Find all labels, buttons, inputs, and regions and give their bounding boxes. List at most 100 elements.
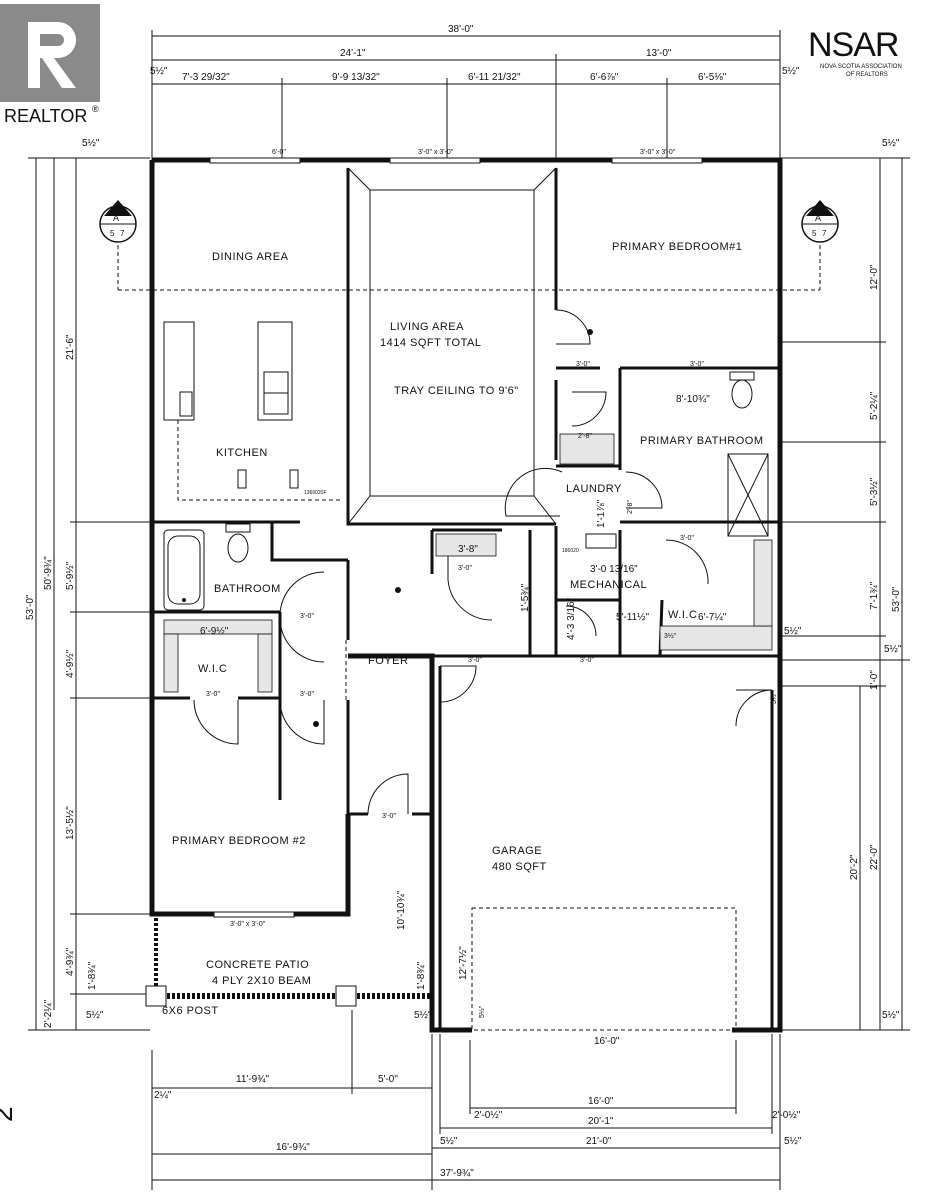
realtor-logo-text: REALTOR (4, 106, 87, 126)
garage-side-dim: 12'-7½" (458, 946, 469, 980)
exterior-walls: 6'-0" 3'-0" x 3'-0" 3'-0" x 3'-0" 3'-0" … (149, 149, 783, 1033)
dim-left-patio-depth: 1'-8¾" (87, 961, 98, 990)
kitchen-counter-left (163, 321, 195, 421)
section-letter-right: A (815, 213, 821, 223)
room-foyer: FOYER (368, 655, 408, 667)
interior-dims: 3'-0" 3'-0" 8'-10¾" 2'-8" 3'-0" 3'-8" 3'… (200, 361, 778, 1021)
dim-top-seg-4: 6'-6⅞" (590, 72, 619, 83)
dim-bottom-garage-overall: 21'-0" (586, 1136, 612, 1147)
window-primary-bedroom (611, 157, 703, 164)
room-wic-left: W.I.C (198, 663, 227, 675)
nsar-logo: NSAR NOVA SCOTIA ASSOCIATION OF REALTORS (808, 26, 902, 78)
closet-shelf-right (659, 625, 773, 651)
room-living: LIVING AREA (390, 321, 464, 333)
section-arrow-left-icon (104, 200, 132, 216)
mech-depth-dim: 1'-5¾" (520, 583, 531, 612)
smoke-detector-icon (587, 329, 593, 335)
room-wic-right: W.I.C (668, 609, 697, 621)
door-dim-10: 3'-0" (382, 813, 396, 820)
dim-top-overall: 38'-0" (448, 24, 474, 35)
wic-left-width: 6'-9½" (200, 626, 229, 637)
dim-bottom-post-gap: 5'-0" (378, 1074, 398, 1085)
closet-shelf-left (163, 619, 273, 635)
dim-right-seg-7: 20'-2" (849, 854, 860, 880)
dim-right-seg-3: 5'-3½" (869, 477, 880, 506)
door-dim-1: 3'-0" (576, 361, 590, 368)
room-kitchen: KITCHEN (216, 447, 268, 459)
fridge-code: 186020 (562, 548, 579, 554)
dim-bottom-garage-side-right: 2'-0½" (772, 1110, 801, 1121)
foyer-closet-dim: 3'-8" (458, 544, 478, 555)
nsar-logo-text: NSAR (808, 26, 898, 64)
window-3-dim: 3'-0" x 3'-0" (640, 149, 676, 156)
shower-dim: 2'-8" (627, 500, 634, 514)
section-sheet-num-right: 7 (822, 229, 827, 238)
patio-post-left (145, 985, 167, 1007)
fixtures: 1366020F 186020 (145, 321, 773, 1007)
wic-right-width: 6'-7¼" (698, 611, 727, 623)
laundry-dim: 3'-0 13/16" (590, 564, 638, 575)
smoke-detector-icon-3 (313, 721, 319, 727)
dim-right-seg-4: 7'-1¾" (869, 581, 880, 610)
laundry-shelf (559, 433, 615, 465)
dim-left-seg-6: 2'-2¼" (42, 999, 54, 1028)
side-note: 2 (0, 1106, 18, 1122)
kitchen-island (257, 321, 293, 421)
dim-top-seg-2: 9'-9 13/32" (332, 72, 380, 83)
smoke-detector-icon-2 (395, 587, 401, 593)
dim-left-inner: 50'-9¾" (43, 556, 54, 590)
garage-small-dim: 5½" (478, 1005, 486, 1018)
interior-walls (152, 167, 780, 1031)
dim-right-seg-9: 5½" (882, 1010, 900, 1021)
door-dim-6: 3'-0" (580, 657, 594, 664)
dim-left-seg-1: 21'-6" (65, 334, 76, 360)
room-labels: DINING AREA LIVING AREA 1414 SQFT TOTAL … (162, 241, 763, 1017)
patio-side-dim: 1'-8¾" (416, 961, 427, 990)
dim-top-seg-3: 6'-11 21/32" (468, 72, 521, 83)
realtor-registered-mark: ® (92, 104, 99, 114)
window-bed2-dim: 3'-0" x 3'-0" (230, 921, 266, 928)
tray-ceiling-outline (369, 189, 535, 497)
room-tray-ceiling: TRAY CEILING TO 9'6" (394, 385, 519, 397)
top-dimensions: 38'-0" 24'-1" 13'-0" 5½" 5½" 7'-3 29/32"… (82, 24, 900, 160)
door-dim-3: 3'-0" (680, 535, 694, 542)
dim-bottom-garage-side-left: 2'-0½" (474, 1110, 503, 1121)
bar-stool-icon (237, 469, 247, 489)
laundry-shelf-dim: 2'-8" (578, 433, 592, 440)
garage-door-opening (471, 907, 737, 1031)
window-2-dim: 3'-0" x 3'-0" (418, 149, 454, 156)
dim-top-right-offset: 5½" (782, 66, 800, 77)
room-patio-post: 6X6 POST (162, 1005, 219, 1017)
patio-small-dim: 5½" (414, 1010, 432, 1021)
right-dimensions: 12'-0" 5'-2¼" 5'-3½" 7'-1¾" 5½" 1'-0" 20… (782, 157, 910, 1031)
section-letter-left: A (113, 213, 119, 223)
dim-top-corner-right: 5½" (882, 138, 900, 149)
dim-right-overall: 53'-0" (891, 586, 902, 612)
door-dim-4: 3'-0" (458, 565, 472, 572)
dim-left-outer: 53'-0" (25, 594, 36, 620)
toilet-icon (227, 533, 249, 563)
dim-right-seg-1: 12'-0" (869, 264, 880, 290)
dim-bottom-garage-door-top: 16'-0" (594, 1036, 620, 1047)
nsar-subtitle-1: NOVA SCOTIA ASSOCIATION (820, 64, 902, 70)
room-mechanical: MECHANICAL (570, 579, 647, 591)
dim-bottom-left-total: 16'-9¾" (276, 1142, 310, 1153)
stove-icon (179, 391, 193, 417)
patio-post-right (335, 985, 357, 1007)
dim-left-seg-5: 4'-9¾" (65, 947, 76, 976)
dim-bottom-offset-left: 5½" (440, 1136, 458, 1147)
garage-door-side-dim: 5½" (770, 691, 778, 704)
dim-bottom-offset-right: 5½" (784, 1136, 802, 1147)
dim-right-seg-8: 22'-0" (869, 844, 880, 870)
left-dimensions: 53'-0" 50'-9¾" 21'-6" 5'-9½" 4'-9½" 13'-… (25, 157, 150, 1031)
door-dim-5: 3'-0" (468, 657, 482, 664)
doors (193, 309, 773, 815)
dim-bottom-garage-door: 16'-0" (588, 1096, 614, 1107)
dim-right-seg-2: 5'-2¼" (868, 391, 880, 420)
nsar-subtitle-2: OF REALTORS (846, 72, 888, 78)
bottom-dimensions: 11'-9¾" 5'-0" 2¼" 16'-9¾" 16'-0" 16'-0" … (151, 1010, 802, 1190)
room-primary-bedroom-2: PRIMARY BEDROOM #2 (172, 835, 306, 847)
room-primary-bedroom-1: PRIMARY BEDROOM#1 (612, 241, 742, 253)
dim-top-right-section: 13'-0" (646, 48, 672, 59)
pb-width-dim: 8'-10¾" (676, 394, 710, 405)
